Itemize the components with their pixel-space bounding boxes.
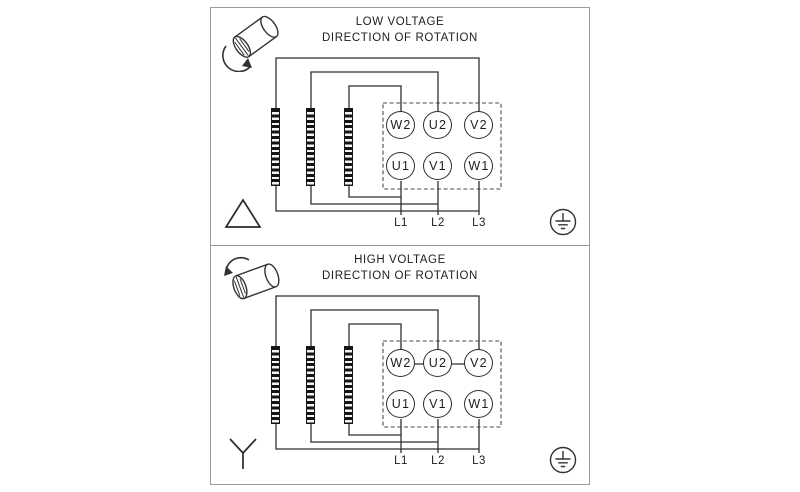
terminal-v2: V2 xyxy=(464,349,493,377)
ground-symbol xyxy=(549,208,577,236)
panel-title: LOW VOLTAGE xyxy=(355,16,445,28)
wiring-diagram-frame: LOW VOLTAGE DIRECTION OF ROTATION W2 U2 … xyxy=(210,7,590,485)
terminal-block-outline xyxy=(382,102,502,190)
terminal-w2: W2 xyxy=(386,111,415,139)
jumper-bar xyxy=(344,108,353,186)
terminal-v1: V1 xyxy=(423,390,452,418)
line-label-l2: L2 xyxy=(431,455,445,467)
terminal-v1: V1 xyxy=(423,152,452,180)
jumper-bar xyxy=(271,346,280,424)
wye-symbol xyxy=(229,438,257,469)
panel-subtitle: DIRECTION OF ROTATION xyxy=(322,270,478,282)
terminal-v2: V2 xyxy=(464,111,493,139)
terminal-u1: U1 xyxy=(386,152,415,180)
jumper-bar xyxy=(271,108,280,186)
high-voltage-panel: HIGH VOLTAGE DIRECTION OF ROTATION W2 U2… xyxy=(211,246,589,484)
jumper-bar xyxy=(306,346,315,424)
line-label-l1: L1 xyxy=(394,455,408,467)
low-voltage-panel: LOW VOLTAGE DIRECTION OF ROTATION W2 U2 … xyxy=(211,8,589,246)
terminal-u2: U2 xyxy=(423,111,452,139)
terminal-w1: W1 xyxy=(464,390,493,418)
terminal-u1: U1 xyxy=(386,390,415,418)
jumper-bar xyxy=(306,108,315,186)
panel-subtitle: DIRECTION OF ROTATION xyxy=(322,32,478,44)
rotation-direction-icon xyxy=(222,15,279,72)
terminal-u2: U2 xyxy=(423,349,452,377)
ground-symbol xyxy=(549,446,577,474)
rotation-direction-icon xyxy=(224,256,280,300)
line-label-l1: L1 xyxy=(394,217,408,229)
line-label-l3: L3 xyxy=(472,455,486,467)
line-label-l3: L3 xyxy=(472,217,486,229)
terminal-w1: W1 xyxy=(464,152,493,180)
panel-title: HIGH VOLTAGE xyxy=(354,254,446,266)
wiring-lines xyxy=(275,57,502,215)
delta-symbol xyxy=(224,198,262,228)
terminal-block-outline xyxy=(382,340,502,428)
terminal-w2: W2 xyxy=(386,349,415,377)
jumper-bar xyxy=(344,346,353,424)
line-label-l2: L2 xyxy=(431,217,445,229)
